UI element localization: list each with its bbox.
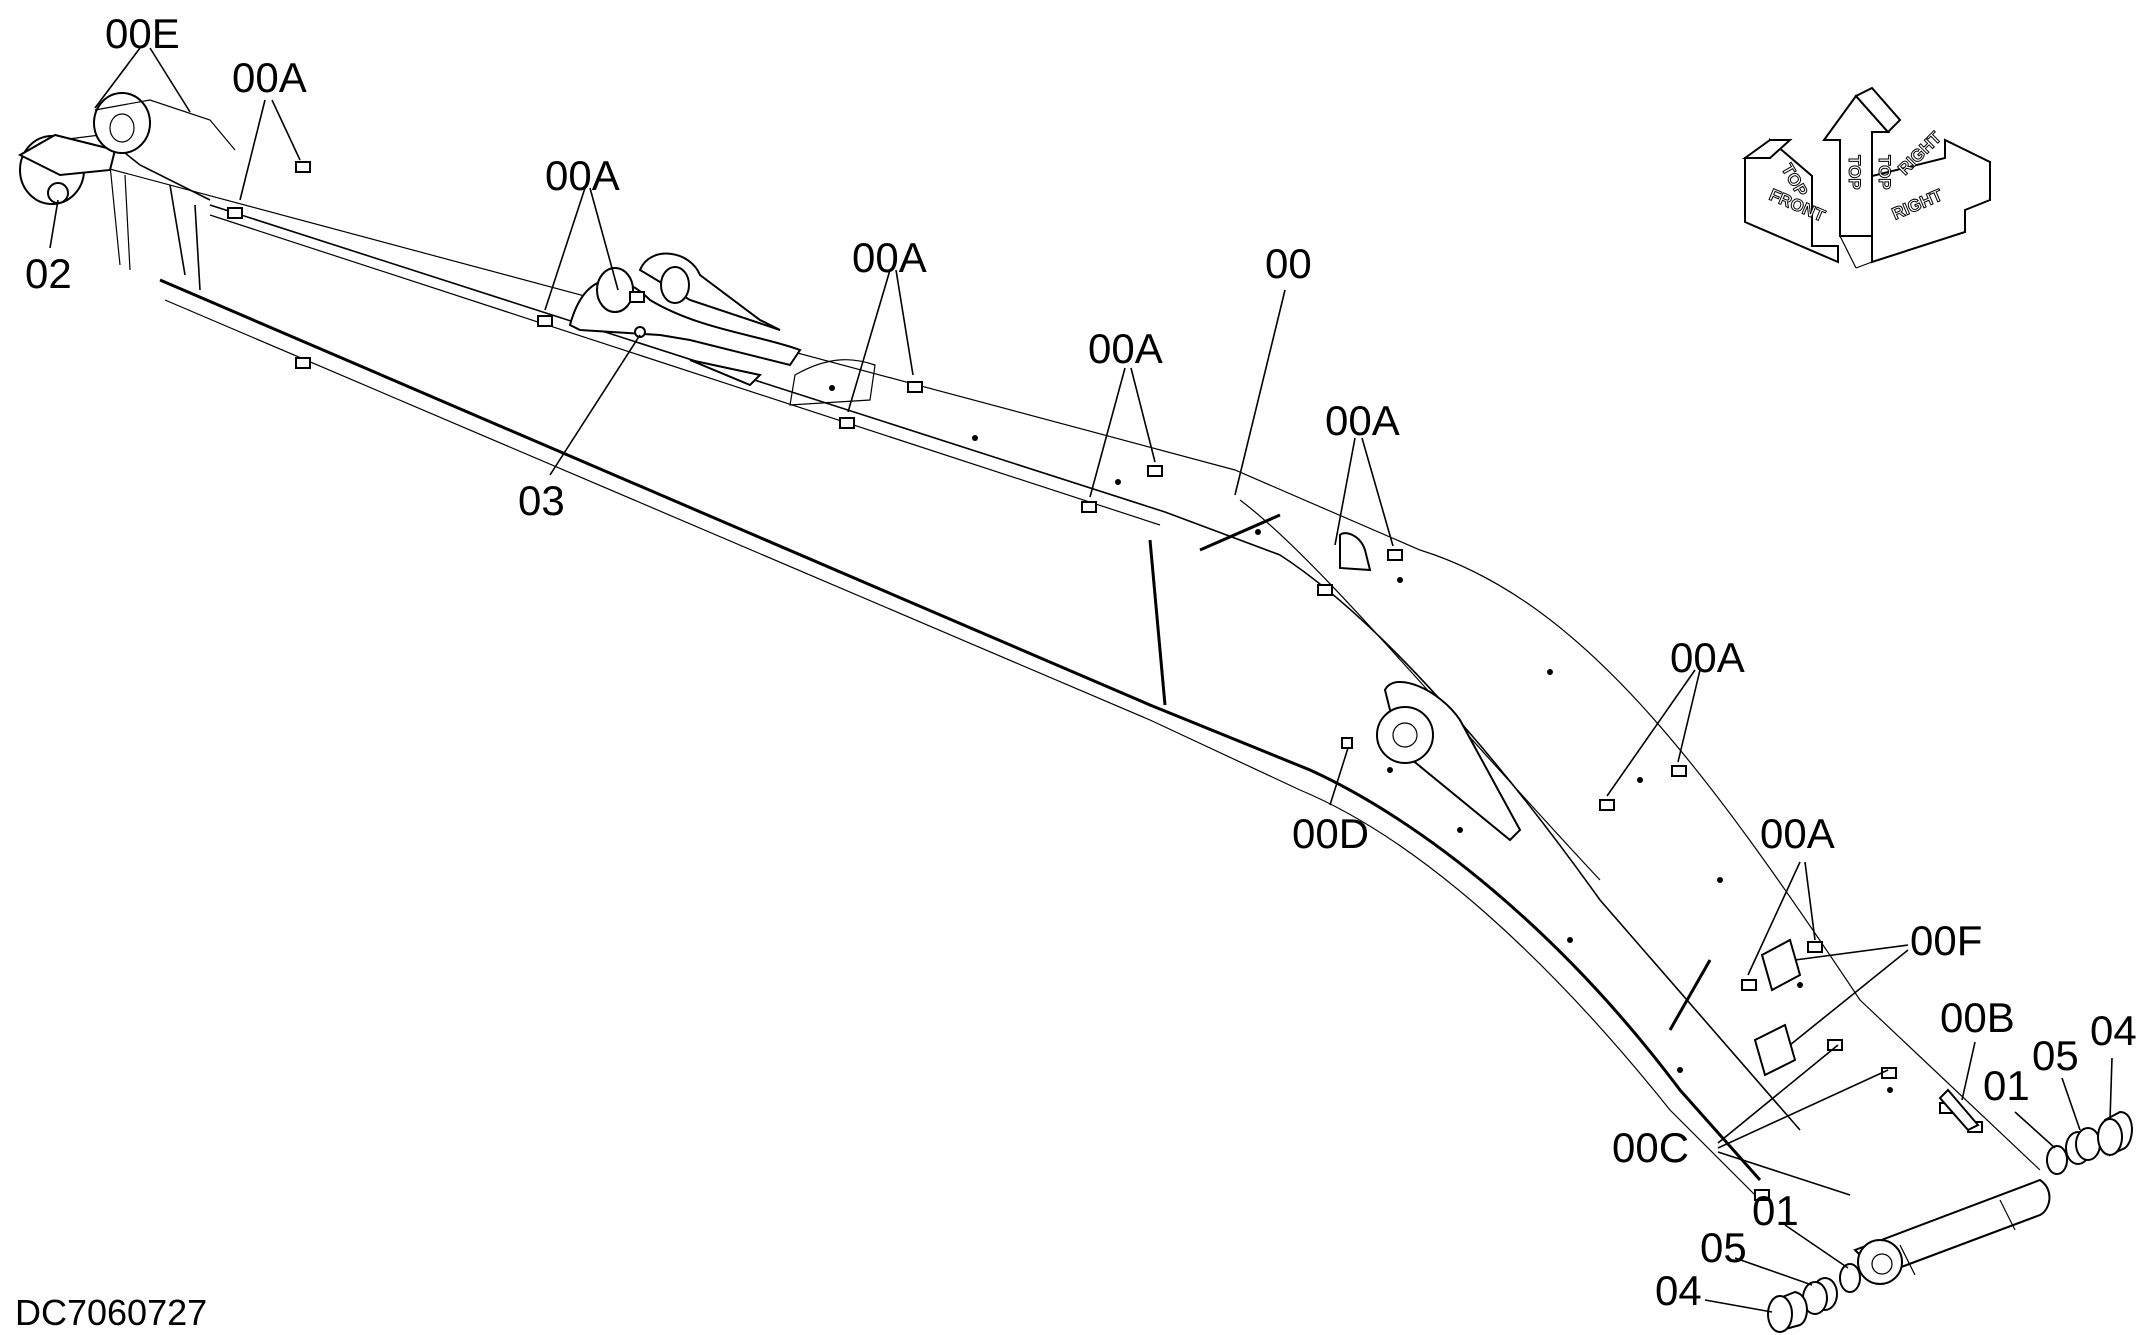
label-00A-2: 00A [545, 152, 620, 199]
part-labels: 00E 00A 02 00A 03 00A 00 00A 00A 00D 00A… [25, 10, 2137, 1314]
label-00E: 00E [105, 10, 180, 57]
weld-pads [227, 161, 1983, 1201]
orientation-arrows-icon: FRONT TOP TOP TOP RIGHT RIGHT [1741, 86, 1991, 269]
label-00C: 00C [1612, 1124, 1689, 1171]
boom-body [17, 92, 2051, 1285]
label-00B: 00B [1940, 994, 2015, 1041]
label-00: 00 [1265, 240, 1312, 287]
surface-dots [829, 385, 1893, 1093]
label-01-upper: 01 [1983, 1062, 2030, 1109]
label-05-upper: 05 [2032, 1032, 2079, 1079]
label-00D: 00D [1292, 810, 1369, 857]
label-00F: 00F [1910, 917, 1982, 964]
label-00A-7: 00A [1760, 810, 1835, 857]
orientation-top-label-2: TOP [1845, 155, 1864, 190]
label-00A-1: 00A [232, 54, 307, 101]
label-03: 03 [518, 477, 565, 524]
label-01-lower: 01 [1752, 1187, 1799, 1234]
drawing-id: DC7060727 [15, 1292, 207, 1333]
label-04-lower: 04 [1655, 1267, 1702, 1314]
label-00A-5: 00A [1325, 397, 1400, 444]
label-04-upper: 04 [2090, 1007, 2137, 1054]
label-00A-4: 00A [1088, 325, 1163, 372]
leader-lines [49, 47, 2113, 1313]
label-05-lower: 05 [1700, 1224, 1747, 1271]
orientation-top-label-3: TOP [1875, 155, 1894, 190]
label-00A-3: 00A [852, 234, 927, 281]
label-02: 02 [25, 250, 72, 297]
loose-parts-upper [2046, 1110, 2133, 1175]
loose-parts-lower [1767, 1263, 1861, 1333]
label-00A-6: 00A [1670, 634, 1745, 681]
